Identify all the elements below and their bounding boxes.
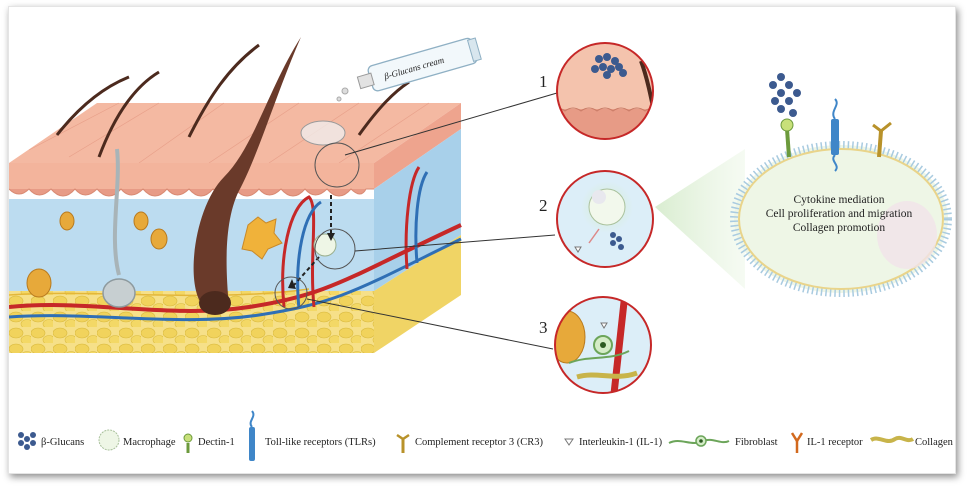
tlr-receptor-cell [831, 98, 839, 172]
legend-il1-icon [564, 438, 574, 446]
legend-cr3: Complement receptor 3 (CR3) [415, 437, 544, 448]
legend-dectin: Dectin-1 [198, 437, 235, 448]
legend-macrophage: Macrophage [123, 437, 176, 448]
hair-follicle [193, 37, 301, 307]
macrophage-cell-detail: Cytokine mediation Cell proliferation an… [730, 73, 952, 297]
legend-macrophage-icon [98, 429, 120, 451]
sweat-duct [112, 148, 121, 276]
skin-diagram: β-Glucans cream 1 2 3 [9, 37, 954, 461]
callout-number-1: 1 [539, 72, 548, 91]
legend-il1: Interleukin-1 (IL-1) [579, 437, 663, 448]
cell-text-proliferation: Cell proliferation and migration [766, 208, 913, 220]
legend-tlr: Toll-like receptors (TLRs) [265, 437, 376, 448]
legend-il1r: IL-1 receptor [807, 437, 863, 448]
skin-surface [9, 103, 461, 163]
fat-layer [9, 291, 374, 353]
zoom-region-3 [274, 276, 308, 310]
cell-text-collagen: Collagen promotion [793, 222, 886, 234]
dectin-receptor-cell [780, 118, 794, 158]
zoom-circle-3 [554, 296, 652, 394]
zoom-circle-1 [556, 42, 654, 140]
legend-cr3-icon [396, 433, 410, 453]
glucan-cluster-skin [591, 53, 627, 79]
legend-glucans: β-Glucans [41, 437, 84, 448]
legend-fibroblast-icon [668, 435, 730, 447]
legend-collagen-icon [869, 435, 915, 443]
callout-number-2: 2 [539, 196, 548, 215]
vein [9, 237, 462, 322]
corpuscle [26, 268, 52, 298]
zoom-circle-2 [556, 170, 654, 268]
legend: β-Glucans Macrophage Dectin-1 Toll-like … [18, 410, 954, 461]
zoom-region-2 [314, 228, 356, 270]
legend-dectin-icon [183, 433, 193, 453]
zoom-region-1 [314, 142, 360, 188]
sweat-gland [102, 278, 136, 308]
legend-glucans-icon [18, 432, 36, 450]
legend-collagen: Collagen [915, 437, 954, 448]
callout-number-3: 3 [539, 318, 548, 337]
legend-fibroblast: Fibroblast [735, 437, 778, 448]
epidermis-layer [9, 163, 374, 189]
zoom-cone [655, 149, 745, 289]
cr3-receptor-cell [872, 121, 892, 158]
connector-lines [306, 92, 558, 350]
glucan-chain-cell [769, 73, 801, 117]
figure-frame: β-Glucans cream 1 2 3 [8, 6, 956, 474]
artery [9, 223, 462, 313]
skin-block [9, 37, 462, 353]
legend-il1r-icon [790, 432, 804, 453]
cream-tube: β-Glucans cream [336, 37, 482, 102]
melanocyte [241, 216, 283, 260]
cell-text-cytokine: Cytokine mediation [793, 194, 884, 206]
legend-tlr-icon [249, 410, 255, 461]
